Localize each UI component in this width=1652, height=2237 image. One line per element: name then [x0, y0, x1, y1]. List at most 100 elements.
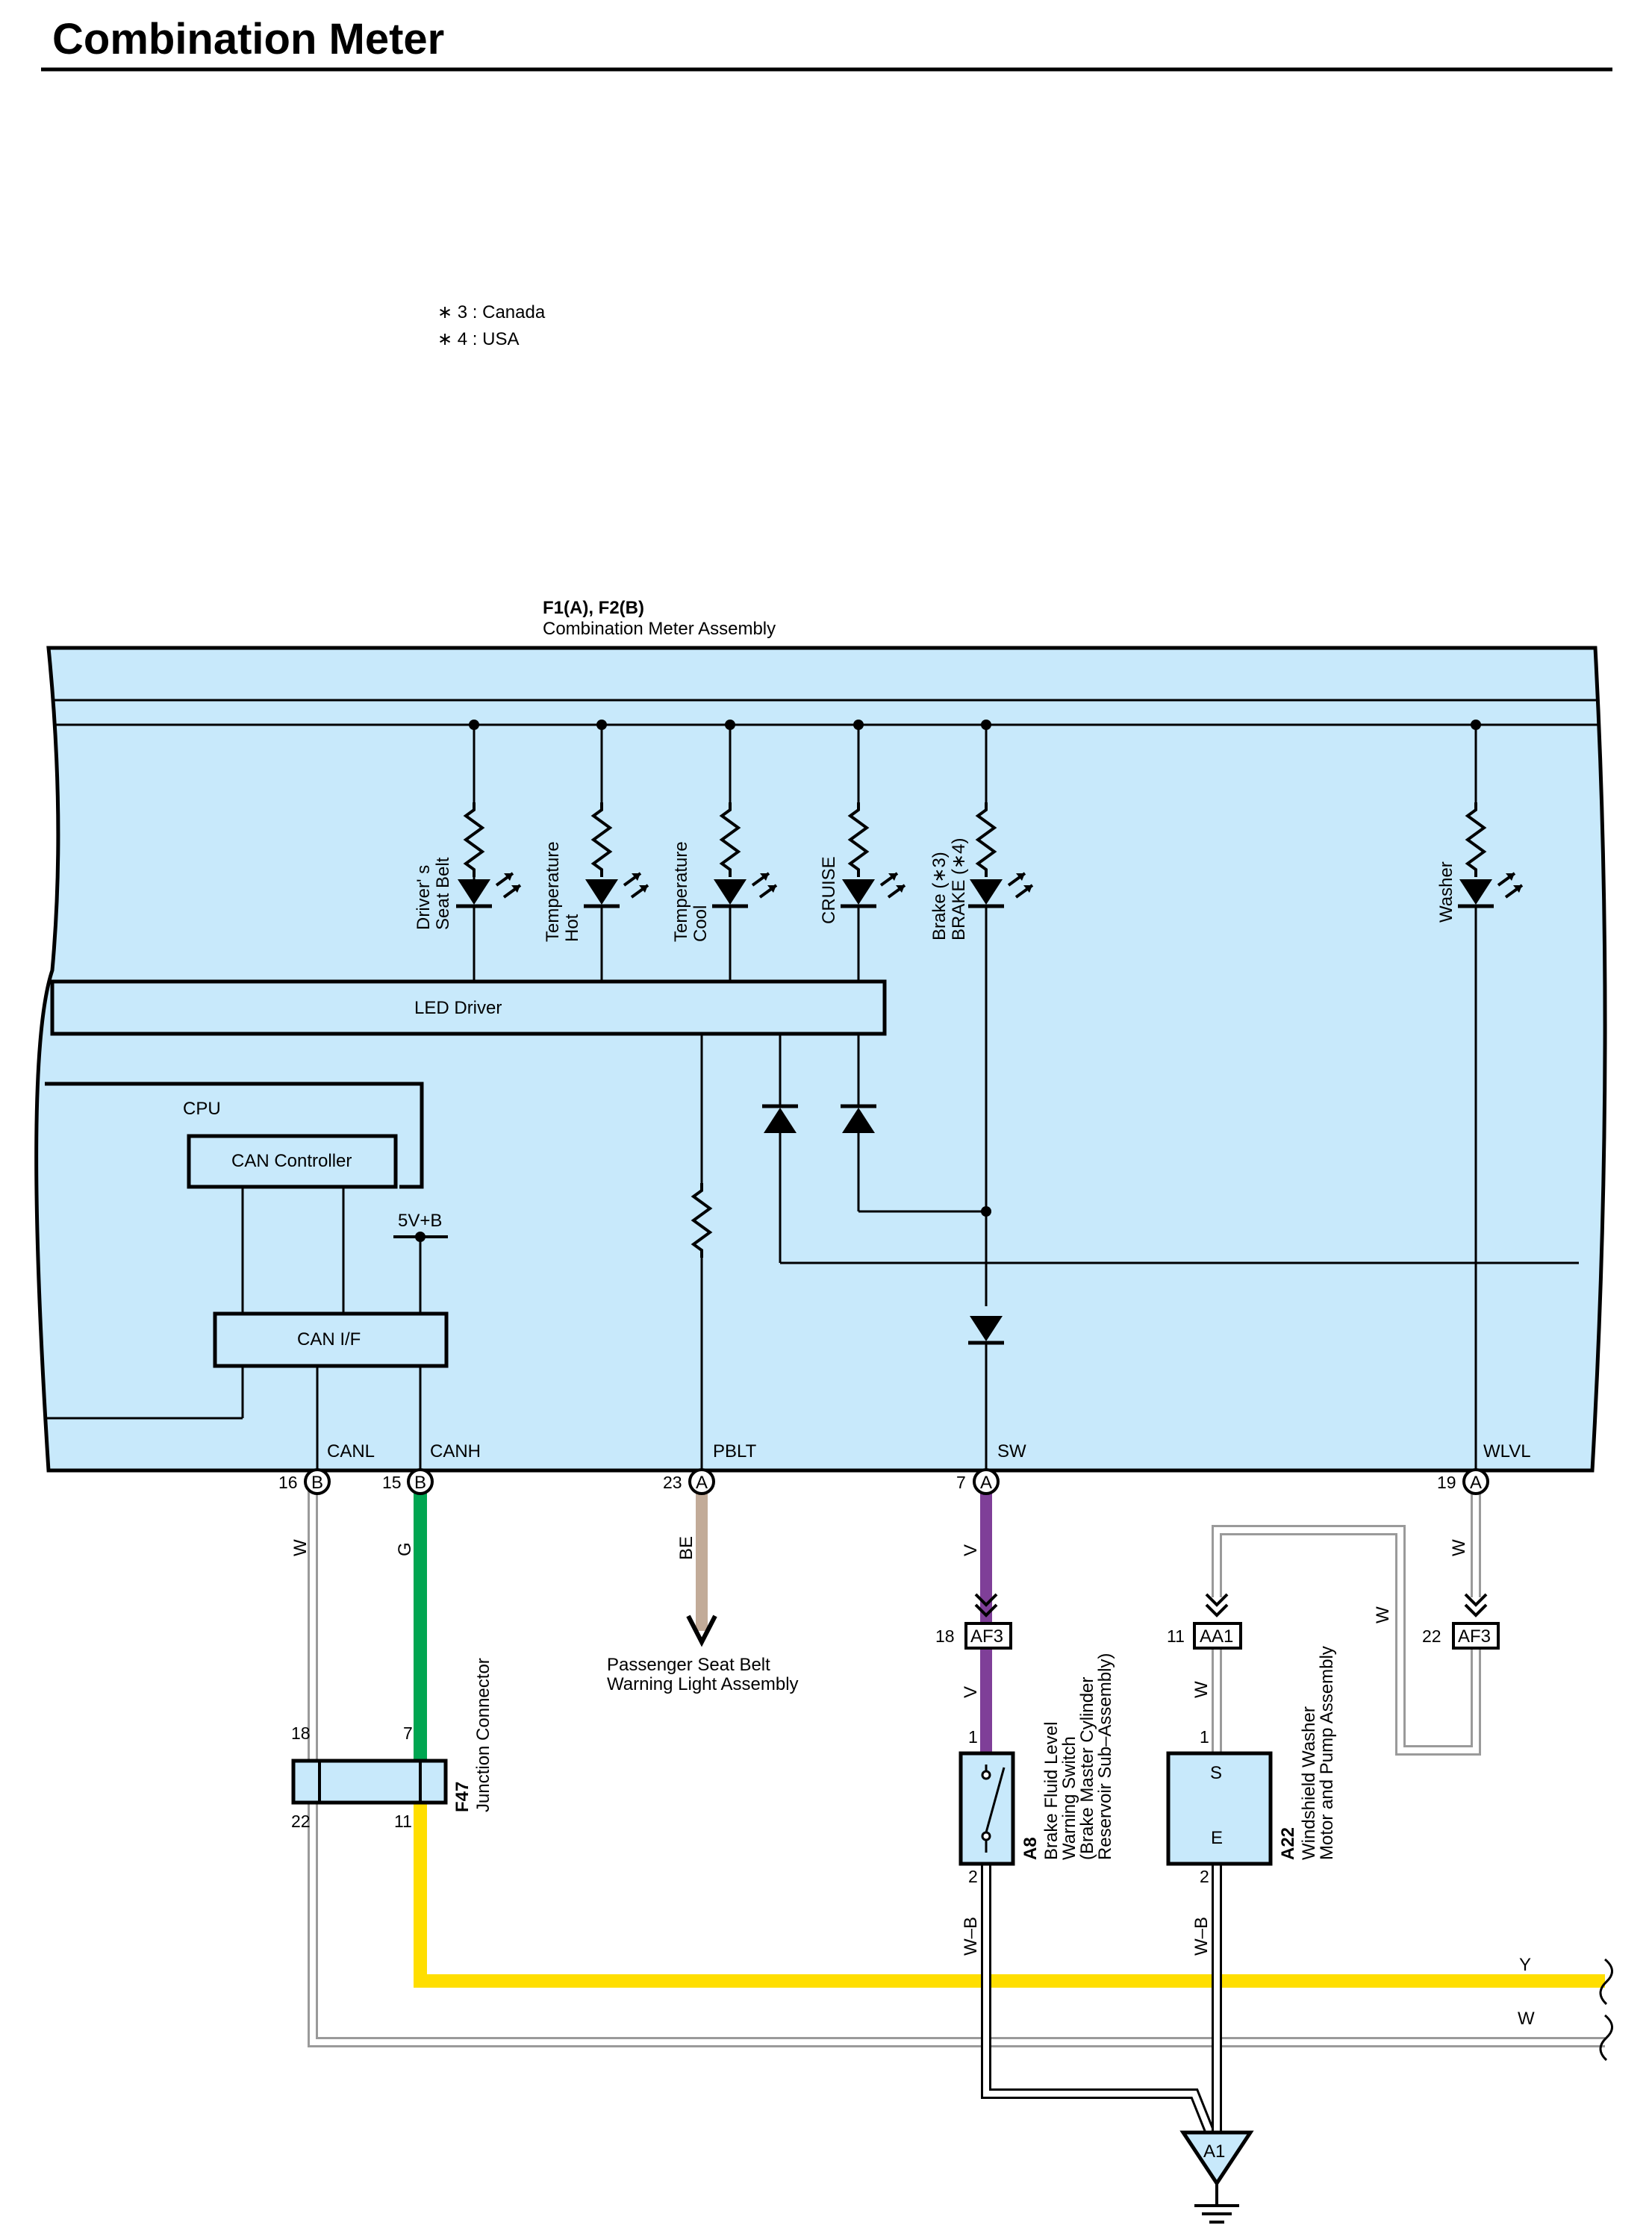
page-title: Combination Meter: [52, 15, 444, 63]
svg-text:(Brake Master Cylinder: (Brake Master Cylinder: [1077, 1677, 1097, 1860]
wire-ground-wb: [981, 1864, 1222, 2133]
pin-wlvl: A 19: [1437, 1468, 1489, 1495]
combination-meter-panel: [34, 646, 1607, 1473]
wire-label-washer-loop: W: [1373, 1606, 1393, 1623]
svg-text:1: 1: [968, 1727, 978, 1747]
svg-text:CRUISE: CRUISE: [819, 856, 839, 924]
connector-aa1-11: AA1 11: [1167, 1622, 1242, 1650]
svg-text:A: A: [980, 1473, 992, 1493]
svg-text:7: 7: [956, 1473, 966, 1492]
svg-text:Cool: Cool: [691, 905, 711, 942]
pblt-destination-line2: Warning Light Assembly: [607, 1674, 799, 1694]
cpu-label: CPU: [183, 1099, 221, 1119]
svg-text:Junction Connector: Junction Connector: [473, 1658, 493, 1812]
terminal-wlvl: WLVL: [1483, 1441, 1531, 1461]
svg-text:2: 2: [968, 1867, 978, 1886]
pin-sw: A 7: [956, 1468, 1000, 1495]
wire-wlvl-w: [1205, 1482, 1488, 1756]
assembly-name: Combination Meter Assembly: [543, 619, 776, 639]
svg-text:2: 2: [1200, 1867, 1209, 1886]
indicator-washer: Washer: [1436, 720, 1524, 1470]
pin-canh: B 15: [382, 1468, 434, 1495]
svg-text:22: 22: [291, 1812, 311, 1831]
svg-text:15: 15: [382, 1473, 402, 1492]
svg-text:AF3: AF3: [1458, 1626, 1491, 1647]
wire-label-a8-ground: W–B: [961, 1917, 981, 1956]
note-usa: ∗ 4 : USA: [437, 329, 519, 349]
svg-text:B: B: [311, 1473, 323, 1493]
svg-text:S: S: [1210, 1763, 1222, 1783]
connector-af3-22: AF3 22: [1422, 1622, 1500, 1650]
can-controller-block: [187, 1134, 398, 1189]
wire-label-aa1: W: [1191, 1681, 1212, 1698]
wire-label-sw2: V: [961, 1686, 981, 1698]
connector-af3-18: AF3 18: [935, 1622, 1012, 1650]
svg-text:18: 18: [935, 1626, 955, 1646]
svg-text:23: 23: [663, 1473, 682, 1492]
svg-text:A: A: [696, 1473, 708, 1493]
wire-label-a22-ground: W–B: [1191, 1917, 1212, 1956]
svg-text:Windshield Washer: Windshield Washer: [1299, 1706, 1319, 1860]
svg-text:A8: A8: [1020, 1837, 1041, 1860]
led-driver-block: [50, 979, 887, 1036]
svg-text:22: 22: [1422, 1626, 1441, 1646]
wire-label-sw: V: [961, 1544, 981, 1556]
indicator-temperature-hot: Temperature Hot: [543, 720, 649, 982]
brake-fluid-switch-a8: 1 2 A8 Brake Fluid Level Warning Switch …: [959, 1653, 1115, 1886]
svg-text:Hot: Hot: [562, 914, 582, 942]
svg-text:Warning Switch: Warning Switch: [1059, 1736, 1079, 1860]
svg-text:Temperature: Temperature: [543, 841, 563, 942]
svg-text:B: B: [414, 1473, 426, 1493]
svg-text:7: 7: [403, 1723, 413, 1743]
svg-text:Washer: Washer: [1436, 861, 1456, 923]
pin-pblt: A 23: [663, 1468, 715, 1495]
wire-label-canl: W: [290, 1539, 311, 1556]
cpu-block: [45, 1082, 424, 1189]
svg-text:11: 11: [1167, 1626, 1185, 1646]
wire-label-bus-y: Y: [1519, 1955, 1531, 1975]
wire-label-bus-w: W: [1518, 2009, 1535, 2029]
svg-text:F47: F47: [452, 1782, 473, 1812]
terminal-pblt: PBLT: [713, 1441, 757, 1461]
svg-text:Brake Fluid Level: Brake Fluid Level: [1041, 1722, 1062, 1860]
pblt-destination-line1: Passenger Seat Belt: [607, 1655, 770, 1675]
svg-text:A1: A1: [1203, 2141, 1225, 2162]
junction-connector-f47: 18 7 22 11 F47 Junction Connector: [291, 1658, 493, 1831]
svg-text:19: 19: [1437, 1473, 1456, 1492]
can-if-block: [213, 1311, 449, 1368]
svg-text:AA1: AA1: [1200, 1626, 1233, 1647]
svg-text:Temperature: Temperature: [671, 841, 691, 942]
svg-text:16: 16: [278, 1473, 298, 1492]
assembly-code: F1(A), F2(B): [543, 598, 644, 618]
brake-sw-circuit: [762, 906, 1579, 1470]
can-controller-label: CAN Controller: [231, 1151, 352, 1171]
svg-text:E: E: [1211, 1828, 1223, 1848]
svg-text:5V+B: 5V+B: [398, 1211, 442, 1231]
svg-text:A22: A22: [1278, 1827, 1298, 1860]
terminal-sw: SW: [997, 1441, 1026, 1461]
break-mark: [1599, 1958, 1613, 2062]
svg-text:Motor and Pump Assembly: Motor and Pump Assembly: [1317, 1646, 1337, 1860]
wire-label-wlvl: W: [1449, 1539, 1469, 1556]
svg-text:AF3: AF3: [970, 1626, 1003, 1647]
note-canada: ∗ 3 : Canada: [437, 302, 546, 322]
svg-text:11: 11: [394, 1812, 412, 1831]
terminal-canl: CANL: [327, 1441, 375, 1461]
svg-text:Brake (∗3): Brake (∗3): [929, 852, 950, 940]
svg-text:18: 18: [291, 1723, 311, 1743]
wire-canl-w: [308, 1482, 1605, 2047]
wire-pblt-be: [686, 1482, 717, 1647]
pin-canl: B 16: [278, 1468, 331, 1495]
svg-text:Reservoir Sub–Assembly): Reservoir Sub–Assembly): [1095, 1653, 1115, 1860]
svg-text:Driver' s: Driver' s: [414, 865, 434, 930]
indicator-cruise: CRUISE: [819, 720, 906, 982]
terminal-canh: CANH: [430, 1441, 481, 1461]
wire-label-pblt: BE: [676, 1536, 696, 1560]
svg-text:BRAKE (∗4): BRAKE (∗4): [949, 838, 969, 940]
wire-bus-y: [414, 1803, 1605, 1988]
svg-text:1: 1: [1200, 1727, 1209, 1747]
led-driver-label: LED Driver: [414, 998, 502, 1018]
svg-text:A: A: [1470, 1473, 1482, 1493]
can-if-label: CAN I/F: [297, 1329, 361, 1350]
